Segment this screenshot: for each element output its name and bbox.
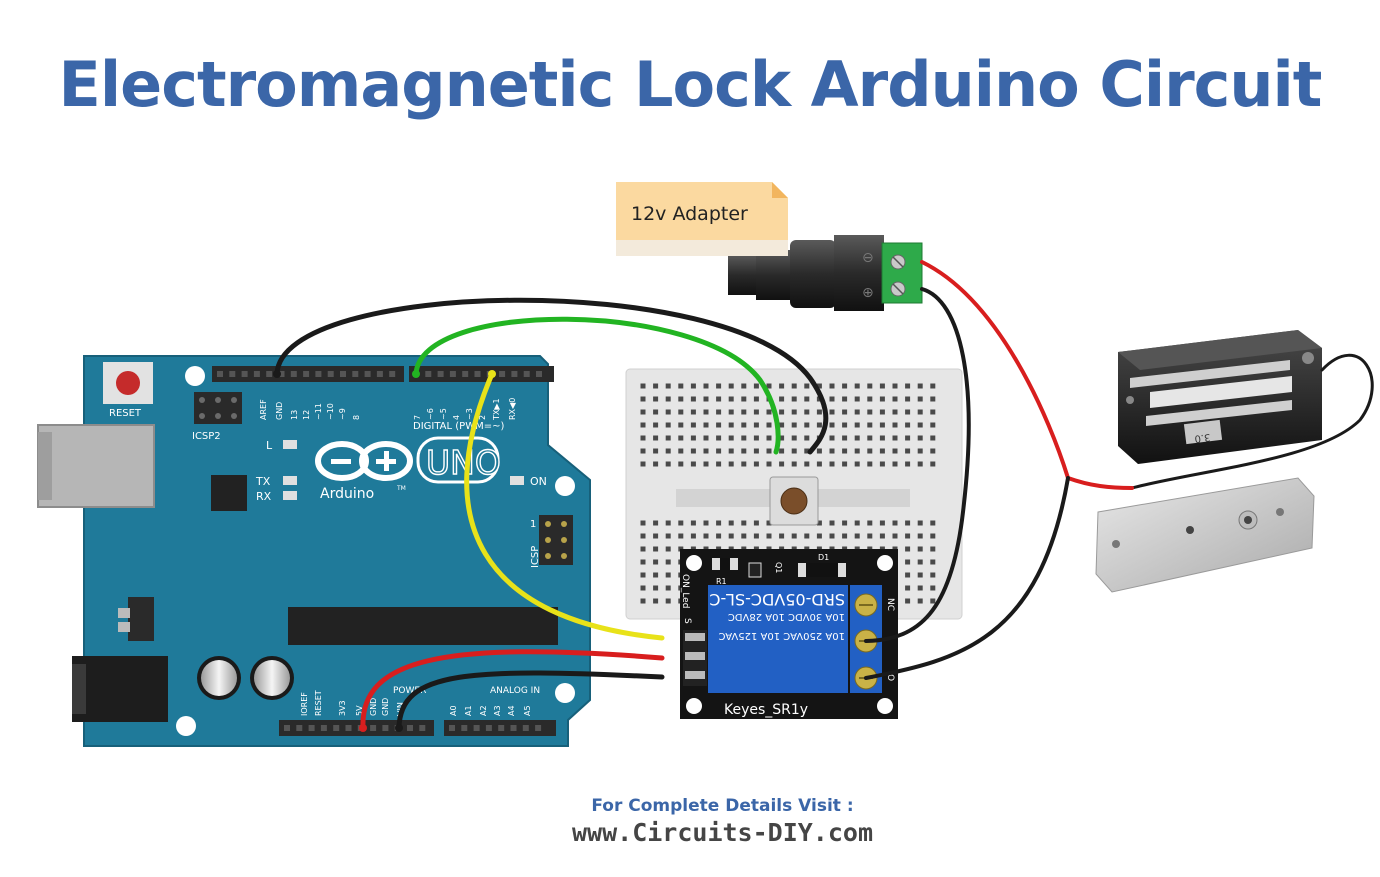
armature-plate [1095,477,1315,593]
bottom-pin-label: A0 [449,705,458,716]
top-pin-label: ~5 [439,408,448,420]
icsp2-label: ICSP2 [192,431,221,442]
relay-model-text: SRD-05VDC-SL-C [709,590,845,609]
capacitor [250,656,294,700]
lock-plate-text: 3.0 [1194,431,1211,444]
icsp-pin1-label: 1 [530,519,536,530]
wire-pin3-to-relay-signal [464,371,665,641]
reset-button[interactable] [103,362,153,404]
reset-label: RESET [109,408,142,419]
icsp2-header [194,392,242,424]
top-pin-label: AREF [259,399,268,420]
relay-rating-2: 10A 250VAC 10A 125VAC [718,630,845,641]
relay-d1-label: D1 [818,553,829,562]
page-title: Electromagnetic Lock Arduino Circuit [58,48,1323,121]
wire-5v-to-relay-vcc [360,649,665,731]
relay-rating-1: 10A 30VDC 10A 28VDC [728,611,845,622]
top-pin-label: 12 [302,410,311,420]
wire-gnd-to-button [274,297,829,455]
digital-header [409,366,554,382]
top-pin-label: ~11 [314,403,323,420]
top-pin-label: ~10 [326,403,335,420]
power-label: POWER [393,686,426,696]
wire-relay-no-to-lock [864,476,1070,680]
wires [273,260,1374,732]
footer-visit-text: For Complete Details Visit : [591,796,854,816]
relay-on-led-label: ON_Led [680,574,690,608]
arduino-brand: Arduino [320,486,374,502]
power-header [279,720,434,736]
relay-name: Keyes_SR1y [724,702,808,718]
top-pin-label: ~9 [338,408,347,420]
arduino-tm: TM [396,485,406,492]
uno-label: UNO [426,443,501,482]
dc-power-jack [72,656,168,722]
bottom-pin-label: A5 [523,705,532,716]
bottom-pin-label: GND [369,698,378,716]
led-l-label: L [266,439,273,452]
push-button[interactable] [769,476,819,526]
bottom-pin-label: GND [381,698,390,716]
relay-nc-label: NC [885,598,895,611]
led-tx-label: TX [255,475,271,488]
top-pin-label: ~3 [465,408,474,420]
usb-port [37,424,155,508]
wire-gnd-to-relay-ground [396,670,665,731]
arduino-logo [315,441,413,481]
top-pin-label: 13 [290,410,299,420]
svg-text:⊖: ⊖ [862,250,874,266]
icsp-label: ICSP [530,546,541,568]
bottom-pin-label: A4 [507,705,516,716]
relay-q1-label: Q1 [774,562,783,573]
bottom-pin-label: 5V [355,705,364,716]
top-pin-label: 7 [413,415,422,420]
top-pin-label: GND [275,402,284,420]
bottom-pin-label: 3V3 [338,700,347,716]
relay-module: NC O SRD-05VDC-SL-C 10A 30VDC 10A 28VDC … [680,549,898,719]
relay-no-label: O [885,674,895,681]
top-pin-label: TX▶1 [492,398,501,421]
svg-text:⊕: ⊕ [862,285,874,301]
bottom-pin-label: IOREF [300,692,309,716]
top-pin-label: 2 [478,415,487,420]
relay-r1-label: R1 [716,577,727,586]
adapter-note: 12v Adapter [616,182,788,256]
electromagnetic-lock: 3.0 [1118,330,1322,464]
wire-adapter-to-relay-com [864,287,971,643]
digital-label: DIGITAL (PWM=~) [413,421,504,432]
icsp-header [539,515,573,565]
adapter-note-text: 12v Adapter [631,203,748,225]
top-pin-label: 8 [352,415,361,420]
bottom-pin-label: A3 [493,705,502,716]
top-pin-label: ~6 [426,408,435,420]
bottom-pin-label: A2 [479,705,488,716]
top-pin-label: 4 [452,415,461,420]
analog-label: ANALOG IN [490,686,540,696]
top-pin-label: RX◀0 [508,398,517,420]
relay-pin-s: S [682,618,692,624]
led-on-label: ON [530,475,547,488]
bottom-pin-label: RESET [314,690,323,716]
bottom-pin-label: A1 [464,705,473,716]
atmega-chip [288,607,558,645]
arduino-uno-board: RESET ICSP2 A [37,355,591,747]
wire-pin7-to-button [413,316,781,455]
screw-terminal [881,242,923,304]
dc-barrel-adapter: ⊖ ⊕ [728,235,923,311]
wire-adapter-to-lock-red [920,260,1134,490]
led-rx-label: RX [256,490,272,503]
capacitor [197,656,241,700]
footer-website[interactable]: www.Circuits-DIY.com [571,818,874,847]
